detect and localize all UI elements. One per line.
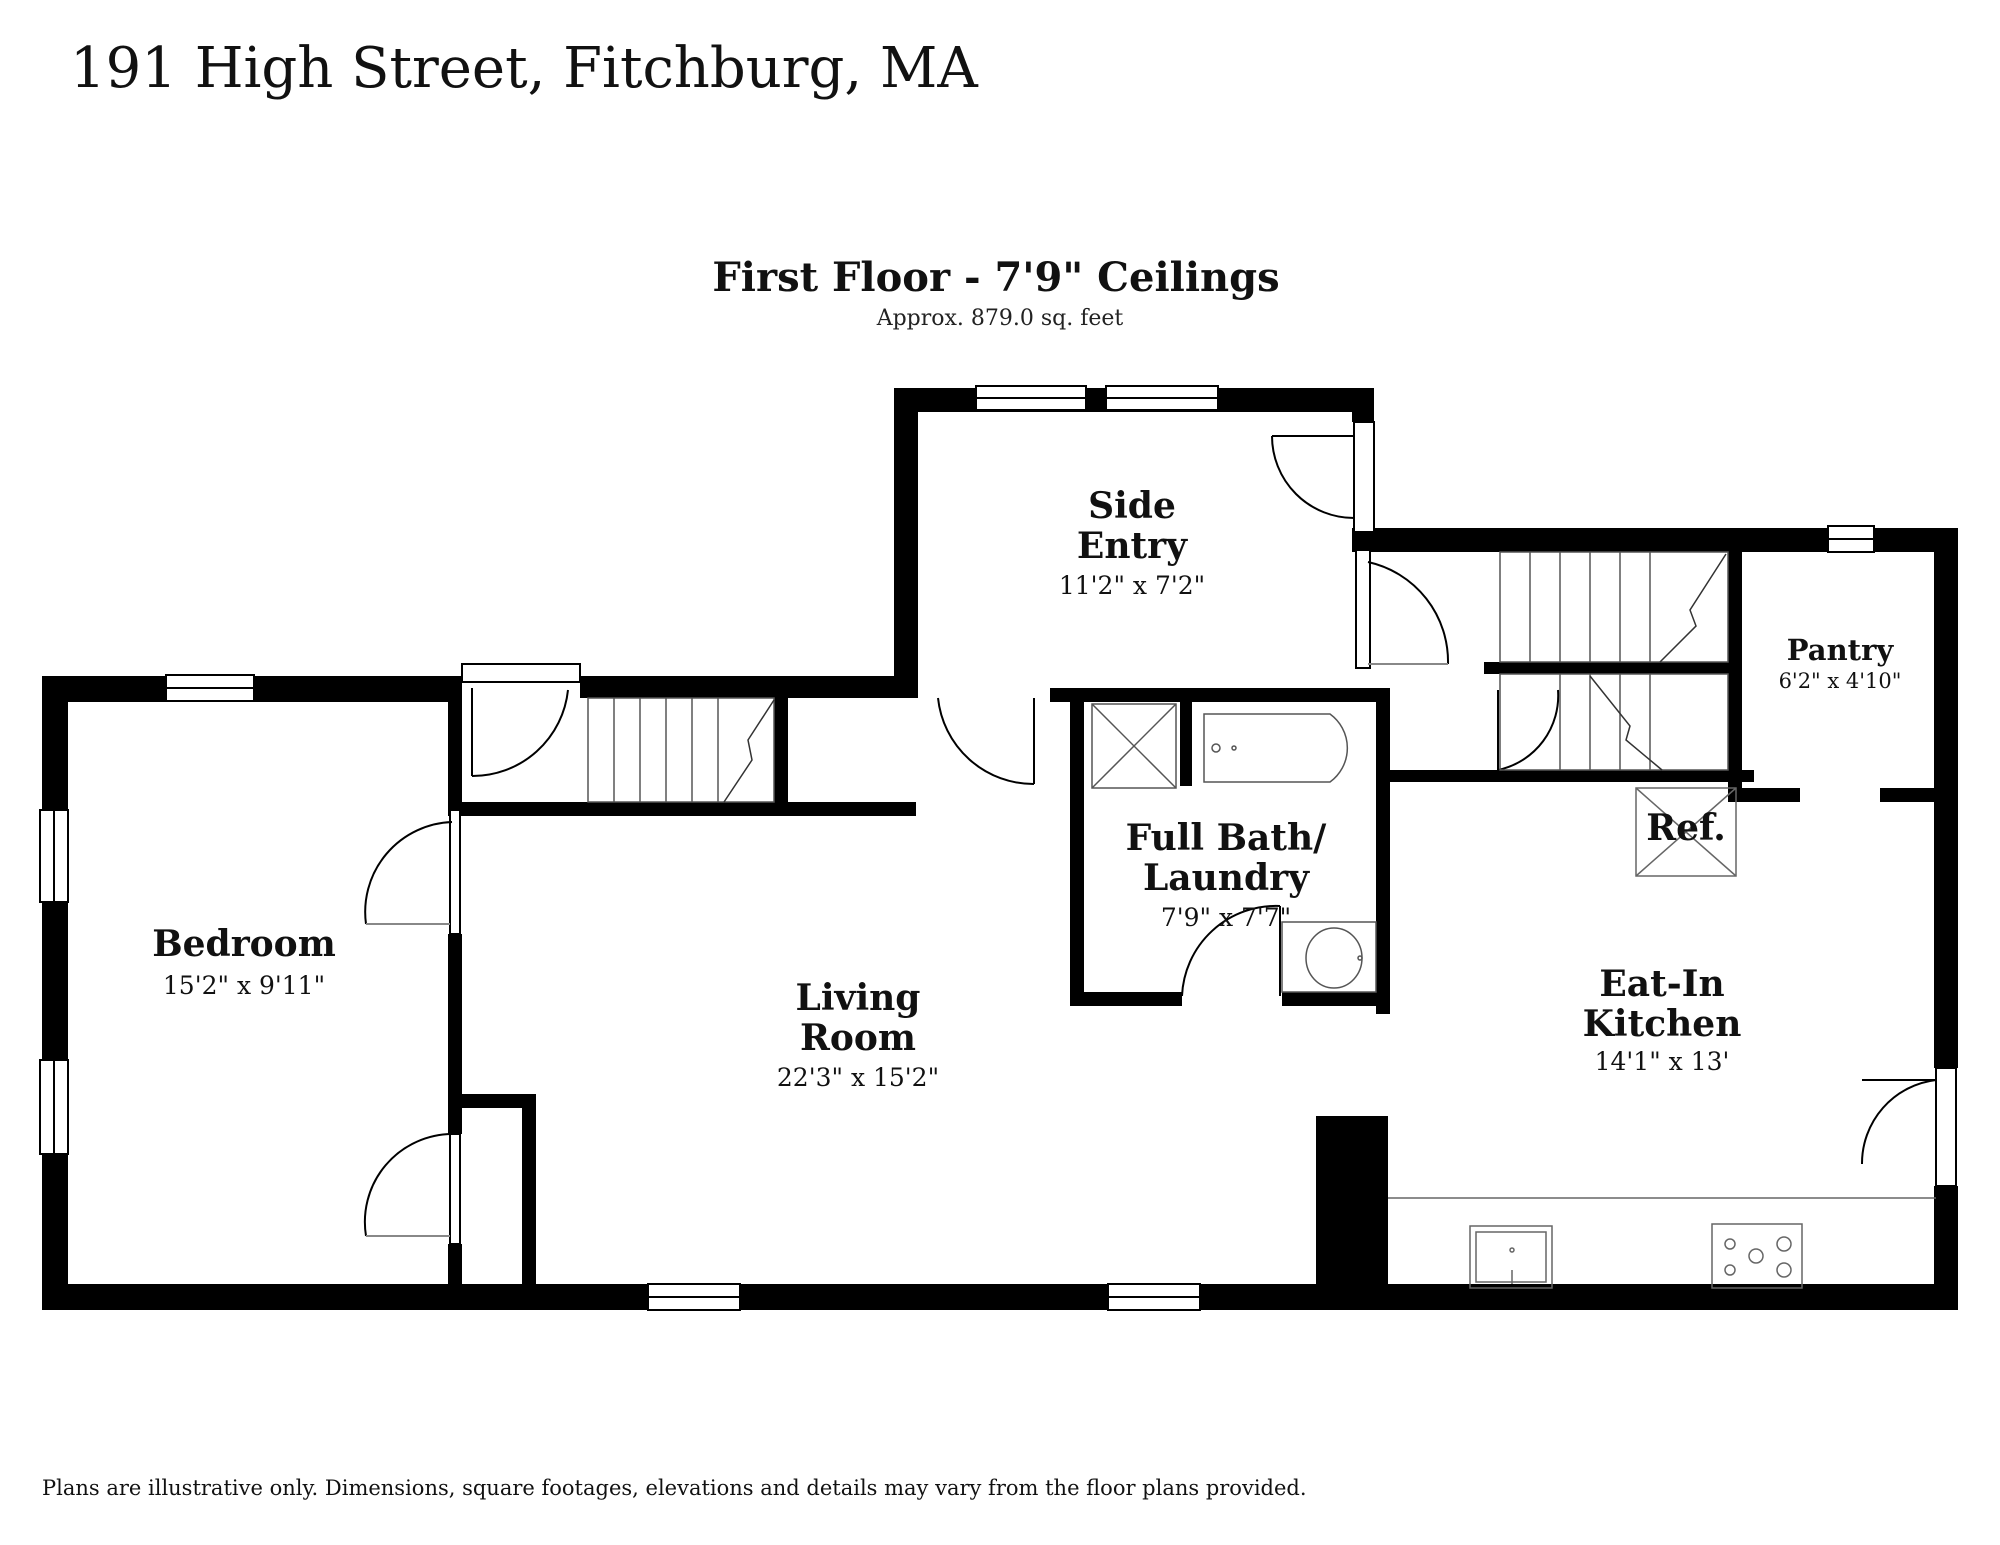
wall-bath-bottom-right <box>1282 992 1382 1006</box>
wall-closet-right <box>522 1094 536 1290</box>
wall-bedroom-living-lower <box>448 1244 462 1290</box>
side-entry-dims: 11'2" x 7'2" <box>1059 571 1205 600</box>
wall-side-entry-right <box>1352 388 1374 422</box>
wall-bath-right <box>1376 688 1390 1014</box>
stairs-kitchen <box>1499 551 1729 771</box>
pantry-name: Pantry <box>1787 633 1895 667</box>
wall-pantry-bottom-right <box>1880 788 1940 802</box>
disclaimer: Plans are illustrative only. Dimensions,… <box>42 1476 1307 1500</box>
property-address: 191 High Street, Fitchburg, MA <box>70 36 978 101</box>
stove <box>1711 1223 1803 1289</box>
door-bedroom <box>364 809 461 935</box>
kitchen-fixtures <box>1388 787 1936 1289</box>
refrigerator-label: Ref. <box>1646 807 1726 849</box>
side-entry-name-1: Side <box>1088 485 1176 527</box>
wall-side-entry-left <box>894 388 918 698</box>
side-entry-name-2: Entry <box>1077 525 1188 567</box>
full-bath-name-2: Laundry <box>1143 857 1310 899</box>
kitchen-name-2: Kitchen <box>1583 1003 1742 1045</box>
door-bedroom-closet <box>363 1133 461 1245</box>
bathtub <box>1203 713 1349 783</box>
kitchen-name-1: Eat-In <box>1599 963 1724 1005</box>
refrigerator <box>1635 787 1737 877</box>
wall-pantry-bottom-left <box>1728 788 1800 802</box>
full-bath-name-1: Full Bath/ <box>1126 817 1328 859</box>
wall-bath-bottom-left <box>1070 992 1182 1006</box>
wall-stair-closet-left <box>448 676 462 806</box>
door-side-entry-exterior <box>1271 421 1375 533</box>
wall-bath-left <box>1070 690 1084 1006</box>
wall-kitchen-stair-bottom <box>1384 770 1754 782</box>
wall-stair-divider <box>774 698 788 808</box>
door-side-entry-living <box>937 697 1035 786</box>
wall-bath-top <box>1050 688 1390 702</box>
wall-stair-bottom <box>448 802 916 816</box>
door-basement-stair <box>1497 689 1560 771</box>
chimney <box>1316 1116 1388 1306</box>
wall-closet-top <box>448 1094 536 1108</box>
door-bath <box>1181 904 1281 997</box>
wall-bedroom-living-mid <box>448 934 462 1134</box>
washer-dryer <box>1091 703 1177 789</box>
wall-stair-mid <box>1484 662 1738 674</box>
wall-right-lower <box>1934 1186 1958 1310</box>
living-room-name-1: Living <box>796 977 921 1019</box>
wall-bottom <box>42 1284 1958 1310</box>
stairs-living <box>587 697 775 803</box>
bath-sink <box>1281 921 1377 993</box>
bath-fixtures <box>1091 703 1377 993</box>
wall-left <box>42 676 68 1310</box>
floor-title-text: First Floor - 7'9" Ceilings <box>712 254 1280 301</box>
wall-stair-right <box>1728 552 1742 792</box>
wall-stair-top <box>580 676 915 698</box>
doors <box>363 421 1957 1245</box>
wall-bath-shower-divider <box>1180 700 1192 786</box>
windows <box>39 385 1875 1311</box>
living-room-dims: 22'3" x 15'2" <box>777 1063 939 1092</box>
bedroom-name: Bedroom <box>152 923 336 965</box>
bedroom-dims: 15'2" x 9'11" <box>163 971 325 1000</box>
floor-title: First Floor - 7'9" Ceilings <box>0 254 2000 301</box>
door-side-entry-kitchen <box>1355 549 1450 669</box>
room-labels: Bedroom 15'2" x 9'11" Living Room 22'3" … <box>152 485 1901 1092</box>
door-stair-closet <box>461 663 581 778</box>
exterior-walls <box>42 388 1958 1310</box>
kitchen-sink <box>1469 1225 1553 1289</box>
floor-area: Approx. 879.0 sq. feet <box>876 306 1124 331</box>
kitchen-dims: 14'1" x 13' <box>1595 1047 1730 1076</box>
pantry-dims: 6'2" x 4'10" <box>1779 669 1902 693</box>
door-kitchen-exterior <box>1860 1067 1957 1187</box>
full-bath-dims: 7'9" x 7'7" <box>1161 903 1291 932</box>
interior-walls <box>448 552 1940 1306</box>
living-room-name-2: Room <box>800 1017 916 1059</box>
